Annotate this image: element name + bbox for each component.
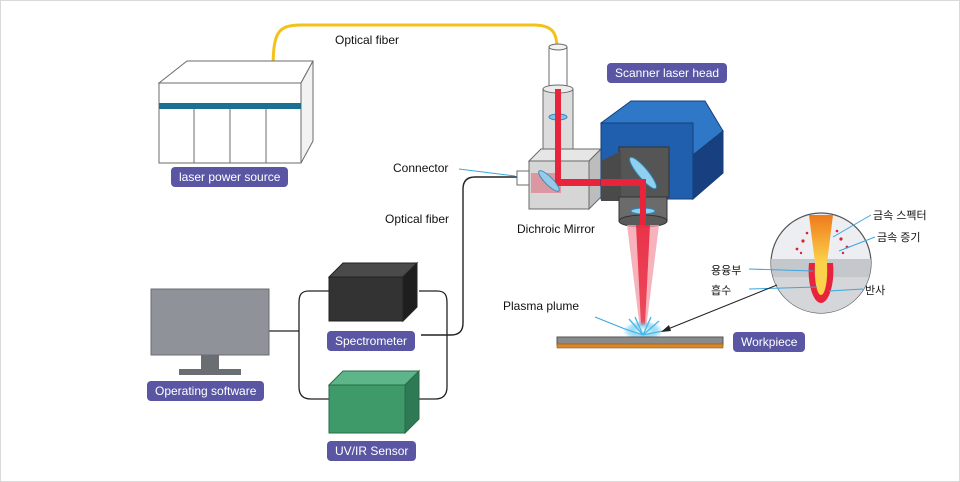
label-connector: Connector xyxy=(393,161,449,175)
inset-pointers xyxy=(748,214,876,292)
label-optical-fiber-mid: Optical fiber xyxy=(385,212,450,226)
dichroic-mirror xyxy=(538,170,560,192)
label-plasma-plume: Plasma plume xyxy=(503,299,580,313)
plasma-plume xyxy=(623,316,664,341)
pill-scanner-laser-head: Scanner laser head xyxy=(607,63,728,83)
connector-pointer xyxy=(458,168,516,177)
keyhole-inset xyxy=(770,212,872,314)
label-molten-pool: 용융부 xyxy=(711,265,742,277)
monitor xyxy=(150,288,270,375)
pill-workpiece: Workpiece xyxy=(733,332,806,352)
optical-fiber-yellow xyxy=(271,23,559,72)
label-metal-spatter: 금속 스펙터 xyxy=(873,210,927,222)
label-optical-fiber-top: Optical fiber xyxy=(335,33,400,47)
pill-spectrometer: Spectrometer xyxy=(327,331,416,351)
pill-operating-software: Operating software xyxy=(147,381,265,401)
scanner-head xyxy=(599,100,724,228)
label-reflection: 반사 xyxy=(865,285,886,297)
label-dichroic-mirror: Dichroic Mirror xyxy=(517,222,595,236)
pill-laser-power-source: laser power source xyxy=(171,167,289,187)
inset-arrowhead xyxy=(661,325,671,332)
spectrometer xyxy=(327,261,419,323)
pill-uv-ir-sensor: UV/IR Sensor xyxy=(327,441,417,461)
workpiece xyxy=(556,336,724,349)
connector xyxy=(516,170,530,186)
optical-fiber-black xyxy=(421,176,519,336)
connection-lines xyxy=(269,290,448,400)
label-absorption: 흡수 xyxy=(711,285,732,297)
beam-in-head xyxy=(601,179,643,186)
focused-beam-core xyxy=(636,225,650,345)
plasma-pointer xyxy=(594,316,626,330)
inset-arrow xyxy=(662,284,778,332)
label-metal-vapor: 금속 증기 xyxy=(877,232,921,244)
laser-power-source xyxy=(157,60,314,164)
beam-down-head xyxy=(640,179,646,225)
uv-ir-sensor-box xyxy=(327,369,421,435)
